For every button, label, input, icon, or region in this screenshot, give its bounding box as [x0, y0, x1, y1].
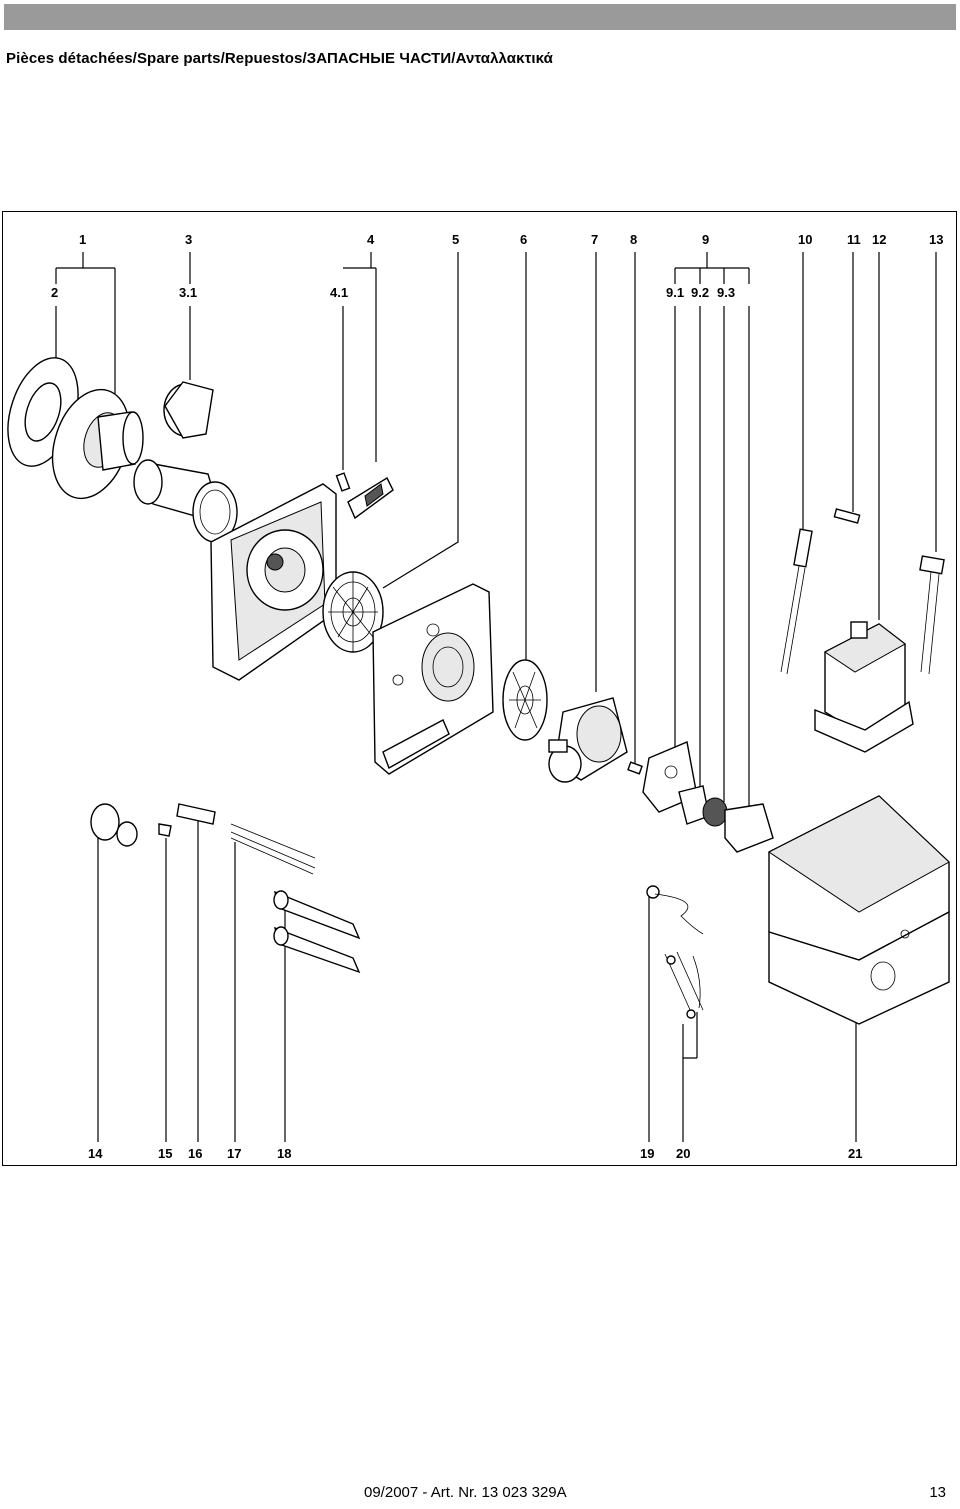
label-part-21: 21	[848, 1146, 862, 1161]
part-4-air-damper	[335, 472, 394, 520]
part-3-blast-tube	[133, 381, 238, 543]
part-10-photocell-cable	[780, 528, 813, 675]
label-part-4: 4	[367, 232, 375, 247]
label-part-9-3: 9.3	[717, 285, 735, 300]
part-12-control-box	[814, 621, 914, 753]
page-number: 13	[929, 1484, 946, 1501]
label-part-3: 3	[185, 232, 192, 247]
label-part-4-1: 4.1	[330, 285, 348, 300]
label-part-11: 11	[847, 232, 861, 247]
label-part-19: 19	[640, 1146, 654, 1161]
part-21-burner-cover	[768, 795, 950, 1025]
part-8-coupling	[627, 761, 643, 775]
label-part-12: 12	[872, 232, 886, 247]
part-7-motor	[548, 697, 628, 783]
label-part-6: 6	[520, 232, 527, 247]
page-title: Pièces détachées/Spare parts/Repuestos/З…	[6, 50, 553, 67]
label-part-9-1: 9.1	[666, 285, 684, 300]
mounting-plate	[372, 583, 494, 775]
label-part-17: 17	[227, 1146, 241, 1161]
burner-housing	[210, 483, 337, 681]
label-part-9: 9	[702, 232, 709, 247]
part-9-pump	[642, 741, 774, 853]
label-part-14: 14	[88, 1146, 103, 1161]
part-19-oil-line	[646, 885, 704, 935]
label-part-16: 16	[188, 1146, 202, 1161]
part-5-fan-wheel	[322, 571, 384, 653]
label-part-10: 10	[798, 232, 812, 247]
part-20-oil-hoses	[664, 951, 704, 1019]
part-14-sight-glass	[90, 803, 138, 847]
part-15-clip	[158, 823, 172, 837]
label-part-15: 15	[158, 1146, 172, 1161]
label-part-2: 2	[51, 285, 58, 300]
header-bar	[4, 4, 956, 30]
exploded-parts-diagram: 1 2 3 3.1 4 4.1 5 6 7 8 9 9.1 9.2 9.3 10…	[2, 211, 957, 1166]
label-part-13: 13	[929, 232, 943, 247]
part-18-nozzle-holders	[273, 890, 361, 974]
label-part-9-2: 9.2	[691, 285, 709, 300]
part-6-flame-disc	[502, 659, 548, 741]
document-reference: 09/2007 - Art. Nr. 13 023 329A	[364, 1484, 567, 1501]
part-17-ignition-electrodes	[230, 823, 316, 875]
label-part-5: 5	[452, 232, 459, 247]
label-part-8: 8	[630, 232, 637, 247]
label-part-3-1: 3.1	[179, 285, 197, 300]
label-part-18: 18	[277, 1146, 291, 1161]
label-part-7: 7	[591, 232, 598, 247]
part-11-sensor	[833, 508, 861, 524]
label-part-20: 20	[676, 1146, 690, 1161]
part-13-cable-plug	[919, 555, 945, 675]
part-1-mounting-flange	[51, 388, 144, 500]
part-16-electrode-holder	[176, 803, 216, 825]
label-part-1: 1	[79, 232, 86, 247]
leader-lines	[55, 252, 937, 1142]
